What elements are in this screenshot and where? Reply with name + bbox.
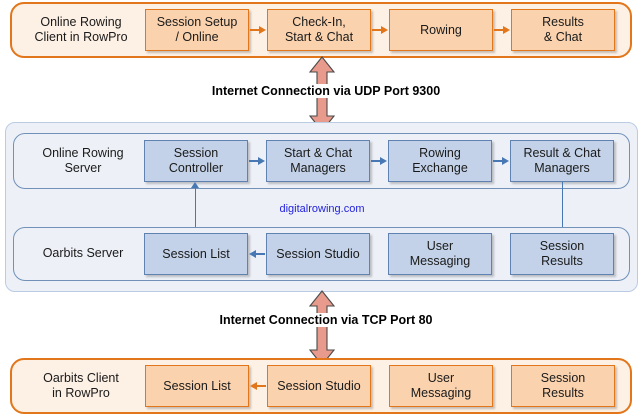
- arrow-studio-to-list-server: [249, 250, 265, 258]
- arrow-exchange-to-resultchat: [493, 157, 509, 165]
- node-session-studio-client[interactable]: Session Studio: [267, 365, 371, 407]
- arrow-shaft: [249, 160, 259, 162]
- arrow-head: [503, 26, 510, 34]
- arrow-studio-to-list-client: [250, 382, 266, 390]
- arrow-shaft: [250, 29, 260, 31]
- arrow-head: [259, 26, 266, 34]
- double-headed-arrow-icon: [308, 290, 336, 366]
- arrow-startchat-to-exchange: [371, 157, 387, 165]
- arrow-shaft: [255, 253, 265, 255]
- node-start-chat-managers[interactable]: Start & Chat Managers: [266, 140, 370, 182]
- arrow-shaft: [372, 29, 382, 31]
- arrow-controller-to-startchat: [249, 157, 265, 165]
- arrow-shaft: [494, 29, 504, 31]
- connection-label-udp-9300: Internet Connection via UDP Port 9300: [161, 84, 491, 98]
- node-session-results-client[interactable]: Session Results: [511, 365, 615, 407]
- arrow-shaft: [256, 385, 266, 387]
- arrow-head: [380, 157, 387, 165]
- node-check-in-start-chat[interactable]: Check-In, Start & Chat: [267, 9, 371, 51]
- arrow-shaft: [493, 160, 503, 162]
- node-user-messaging-client[interactable]: User Messaging: [389, 365, 493, 407]
- node-rowing-exchange[interactable]: Rowing Exchange: [388, 140, 492, 182]
- arrow-head: [258, 157, 265, 165]
- link-resultchat-to-sessionresults-line: [562, 182, 563, 228]
- node-results-chat[interactable]: Results & Chat: [511, 9, 615, 51]
- node-session-results-server[interactable]: Session Results: [510, 233, 614, 275]
- arrow-shaft: [371, 160, 381, 162]
- arrow-rowing-to-results: [494, 26, 510, 34]
- node-session-controller[interactable]: Session Controller: [144, 140, 248, 182]
- group-label-oarbits-server: Oarbits Server: [42, 246, 124, 260]
- node-session-studio-server[interactable]: Session Studio: [266, 233, 370, 275]
- link-sessionlist-to-controller-line: [195, 188, 196, 228]
- arrow-checkin-to-rowing: [372, 26, 388, 34]
- node-session-setup-online[interactable]: Session Setup / Online: [145, 9, 249, 51]
- node-session-list-client[interactable]: Session List: [145, 365, 249, 407]
- arrow-head: [250, 382, 257, 390]
- group-label-online-rowing-client: Online Rowing Client in RowPro: [34, 15, 128, 44]
- link-sessionlist-to-controller-arrowhead: [191, 182, 199, 188]
- arrow-head: [249, 250, 256, 258]
- node-user-messaging-server[interactable]: User Messaging: [388, 233, 492, 275]
- arrow-head: [381, 26, 388, 34]
- node-session-list-server[interactable]: Session List: [144, 233, 248, 275]
- group-label-online-rowing-server: Online Rowing Server: [42, 146, 124, 175]
- domain-label-digitalrowing: digitalrowing.com: [279, 203, 365, 215]
- arrow-setup-to-checkin: [250, 26, 266, 34]
- connection-label-tcp-80: Internet Connection via TCP Port 80: [177, 313, 475, 327]
- arrow-head: [502, 157, 509, 165]
- connection-arrow-tcp-80: [308, 290, 336, 366]
- group-label-oarbits-client: Oarbits Client in RowPro: [43, 371, 119, 400]
- node-result-chat-managers[interactable]: Result & Chat Managers: [510, 140, 614, 182]
- node-rowing[interactable]: Rowing: [389, 9, 493, 51]
